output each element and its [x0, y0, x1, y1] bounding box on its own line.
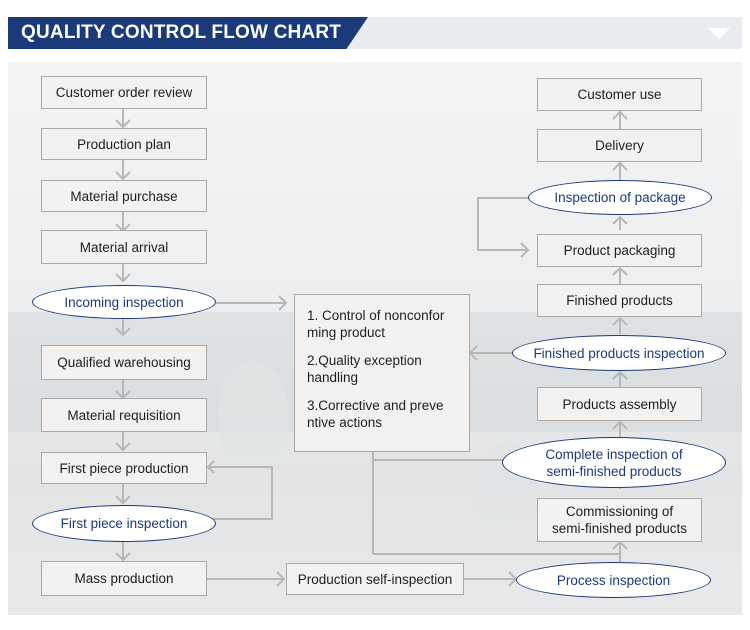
- production-self-inspection-box: Production self-inspection: [286, 563, 464, 595]
- corrective-actions-box: 1. Control of nonconfor ming product 2.Q…: [294, 294, 470, 452]
- action-item: 3.Corrective and preve ntive actions: [307, 398, 444, 430]
- flow-chart-canvas: Customer order review Production plan Ma…: [8, 62, 742, 615]
- incoming-inspection-oval: Incoming inspection: [32, 285, 216, 319]
- process-inspection-oval: Process inspection: [516, 562, 711, 598]
- production-plan-box: Production plan: [41, 128, 207, 160]
- complete-inspection-line2: semi-finished products: [546, 463, 682, 479]
- first-piece-production-box: First piece production: [41, 452, 207, 484]
- header-bar: QUALITY CONTROL FLOW CHART: [8, 17, 742, 49]
- material-purchase-box: Material purchase: [41, 180, 207, 212]
- complete-inspection-oval: Complete inspection of semi-finished pro…: [502, 437, 726, 488]
- background-worker: [218, 362, 288, 452]
- qualified-warehousing-box: Qualified warehousing: [41, 345, 207, 380]
- material-arrival-box: Material arrival: [41, 230, 207, 264]
- products-assembly-box: Products assembly: [537, 387, 702, 421]
- action-item: 1. Control of nonconfor ming product: [307, 308, 445, 340]
- page-title: QUALITY CONTROL FLOW CHART: [21, 22, 342, 43]
- first-piece-inspection-oval: First piece inspection: [32, 505, 216, 542]
- customer-use-box: Customer use: [537, 78, 702, 111]
- action-item: 2.Quality exception handling: [307, 353, 422, 385]
- inspection-of-package-oval: Inspection of package: [528, 180, 712, 215]
- product-packaging-box: Product packaging: [537, 234, 702, 267]
- finished-products-inspection-oval: Finished products inspection: [512, 335, 726, 371]
- material-requisition-box: Material requisition: [41, 398, 207, 432]
- finished-products-box: Finished products: [537, 284, 702, 317]
- header-band: [8, 17, 368, 49]
- delivery-box: Delivery: [537, 129, 702, 162]
- triangle-down-icon[interactable]: [708, 28, 730, 39]
- commissioning-line2: semi-finished products: [551, 521, 688, 536]
- mass-production-box: Mass production: [41, 561, 207, 596]
- commissioning-box: Commissioning of semi-finished products: [537, 498, 702, 542]
- customer-order-review-box: Customer order review: [41, 76, 207, 109]
- complete-inspection-line1: Complete inspection of: [545, 446, 683, 462]
- commissioning-line1: Commissioning of: [565, 504, 674, 519]
